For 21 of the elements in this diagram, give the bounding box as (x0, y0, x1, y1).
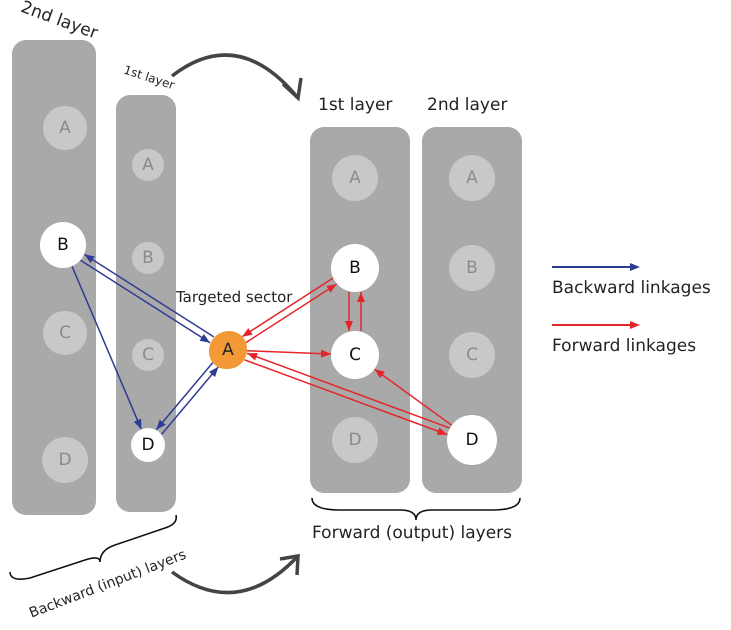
arrow (161, 366, 220, 435)
arrow (357, 292, 365, 331)
arrow (246, 350, 332, 358)
target-sector-node: A (209, 331, 247, 369)
arrow (156, 362, 214, 430)
arrow (242, 277, 334, 338)
layer-heading: 1st layer (122, 62, 176, 92)
node-caption: Targeted sector (176, 288, 292, 306)
arrow (84, 254, 214, 338)
layer-heading: 2nd layer (427, 95, 508, 115)
arrow (245, 283, 338, 344)
arrow (80, 260, 210, 344)
layer-group-label: Forward (output) layers (312, 523, 512, 543)
layer-heading: 1st layer (318, 95, 392, 115)
legend-text: Forward linkages (552, 336, 696, 356)
arrow (345, 292, 353, 331)
legend-text: Backward linkages (552, 278, 711, 298)
arrow (244, 359, 448, 436)
arrow (374, 368, 452, 426)
arrow (246, 352, 450, 429)
arrow (71, 266, 142, 430)
